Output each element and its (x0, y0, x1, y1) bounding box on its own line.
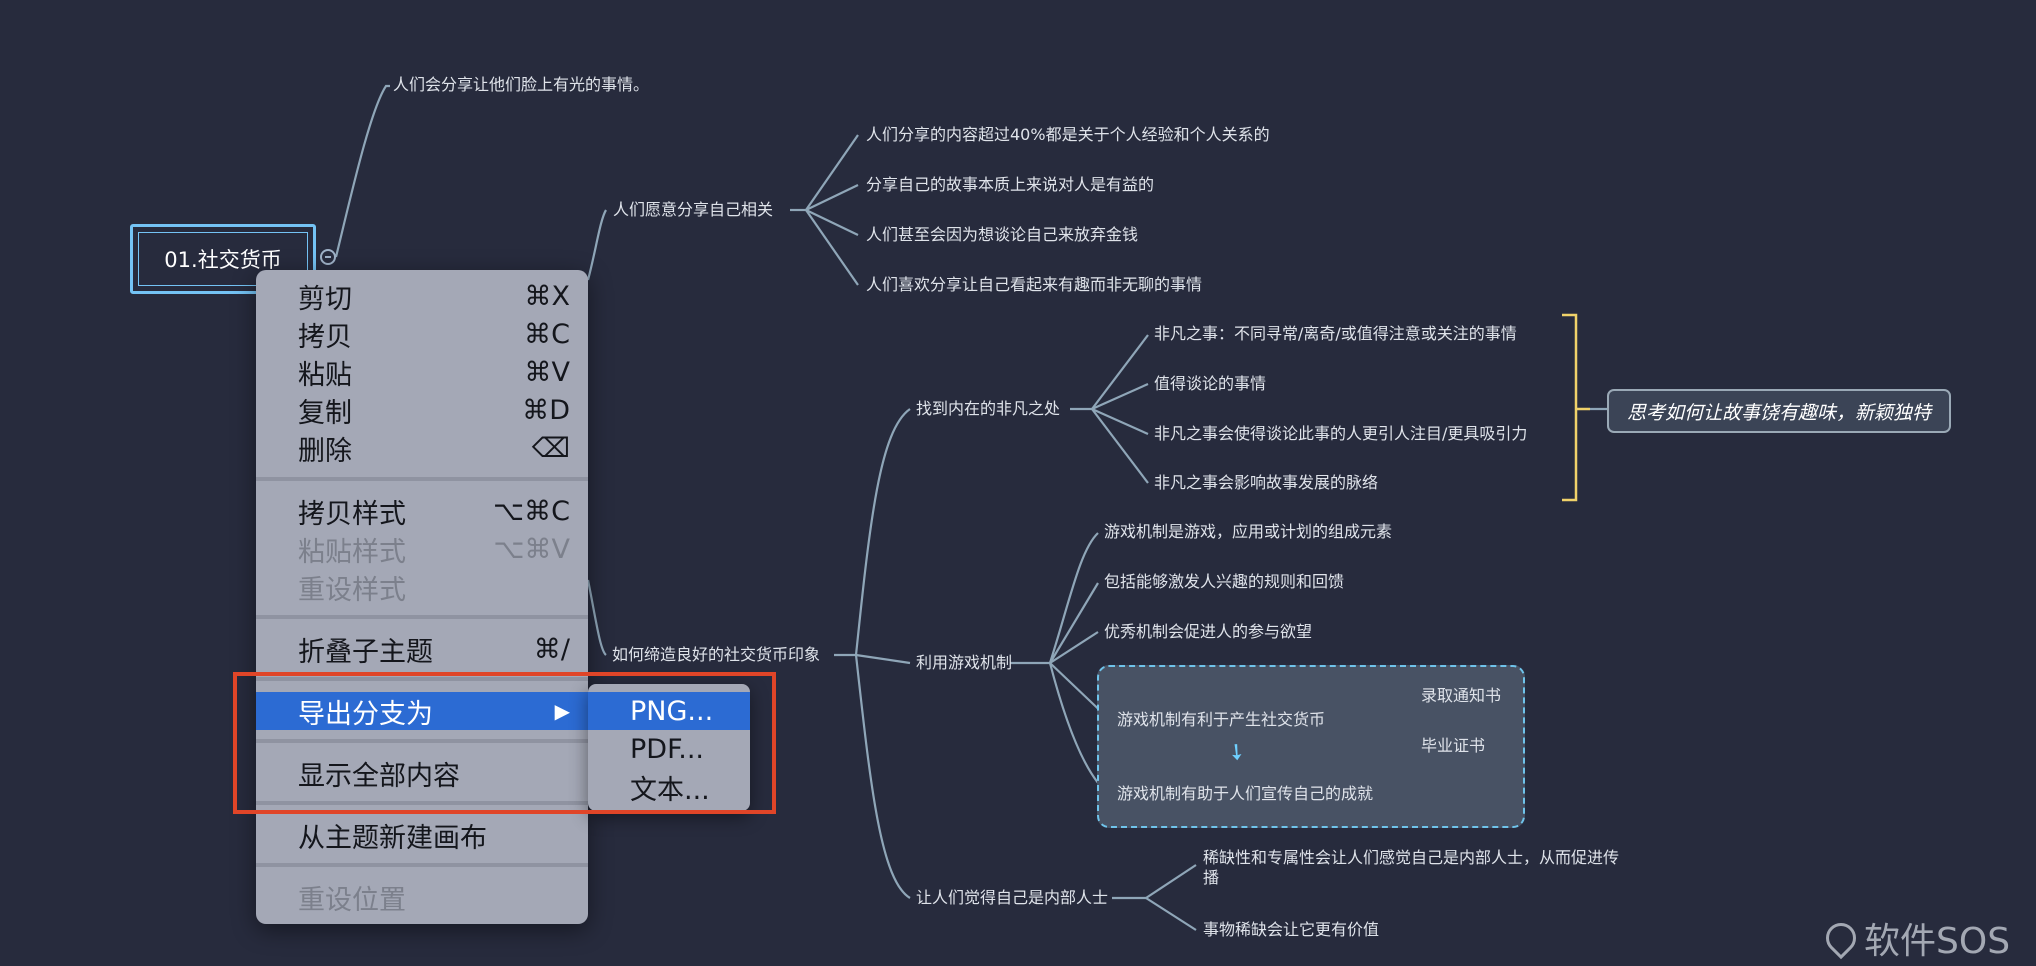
highlight-annotation-box (233, 672, 776, 814)
topic-impression-branch[interactable]: 如何缔造良好的社交货币印象 (612, 645, 821, 664)
menu-item-show-all[interactable]: 显示全部内容 (256, 754, 588, 792)
menu-item-shortcut: ⌘X (524, 280, 571, 312)
menu-item-shortcut: ⌘V (524, 356, 570, 388)
topic-remarkable[interactable]: 找到内在的非凡之处 (916, 399, 1061, 418)
menu-separator (256, 477, 588, 481)
menu-item-shortcut: ⌘/ (533, 633, 570, 665)
root-topic-label: 01.社交货币 (164, 248, 282, 272)
submenu-item-pdf[interactable]: PDF... (630, 733, 705, 765)
topic-game-child[interactable]: 游戏机制有利于产生社交货币 (1117, 710, 1326, 729)
topic-game-child[interactable]: 游戏机制是游戏，应用或计划的组成元素 (1104, 522, 1393, 541)
menu-item-paste[interactable]: 粘贴 ⌘V (256, 353, 588, 391)
menu-item-paste-style: 粘贴样式 ⌥⌘V (256, 530, 588, 568)
menu-item-shortcut: ⌘C (524, 318, 570, 350)
selection-boundary (1097, 665, 1525, 828)
topic-share-child[interactable]: 人们分享的内容超过40%都是关于个人经验和个人关系的 (866, 125, 1270, 144)
menu-item-shortcut: ⌘D (522, 394, 570, 426)
menu-item-label: 从主题新建画布 (298, 822, 487, 854)
menu-item-label: 显示全部内容 (298, 760, 460, 792)
submenu-item-text[interactable]: 文本... (630, 774, 710, 806)
topic-remarkable-child[interactable]: 值得谈论的事情 (1154, 374, 1267, 393)
collapse-toggle-icon[interactable] (320, 249, 336, 265)
submenu-item-png[interactable]: PNG... (588, 692, 750, 730)
menu-item-label: 粘贴样式 (298, 536, 406, 568)
topic-insider-child[interactable]: 事物稀缺会让它更有价值 (1203, 920, 1380, 939)
menu-item-reset-style: 重设样式 (256, 568, 588, 606)
menu-item-label: 拷贝 (298, 321, 352, 353)
watermark: 软件SOS (1819, 912, 2011, 964)
topic-insider[interactable]: 让人们觉得自己是内部人士 (916, 888, 1109, 907)
topic-remarkable-child[interactable]: 非凡之事：不同寻常/离奇/或值得注意或关注的事情 (1154, 324, 1517, 343)
menu-separator (256, 739, 588, 743)
topic-share-child[interactable]: 分享自己的故事本质上来说对人是有益的 (866, 175, 1155, 194)
menu-item-label: 删除 (298, 435, 352, 467)
topic-game-child[interactable]: 包括能够激发人兴趣的规则和回馈 (1104, 572, 1345, 591)
menu-item-label: 粘贴 (298, 359, 352, 391)
menu-item-export-branch[interactable]: 导出分支为 ▶ (256, 692, 588, 730)
topic-insider-child[interactable]: 稀缺性和专属性会让人们感觉自己是内部人士，从而促进传播 (1203, 848, 1620, 887)
topic-share-branch[interactable]: 人们愿意分享自己相关 (613, 200, 774, 219)
menu-item-shortcut: ⌥⌘V (493, 533, 570, 565)
context-menu: 剪切⌘X 拷贝⌘C 粘贴⌘V 复制⌘D 删除⌫ 拷贝样式⌥⌘C 粘贴样式⌥⌘V … (256, 270, 588, 924)
summary-topic[interactable]: 思考如何让故事饶有趣味，新颖独特 (1607, 389, 1951, 433)
menu-item-label: 重设样式 (298, 574, 406, 606)
menu-item-cut[interactable]: 剪切 ⌘X (256, 277, 588, 315)
submenu-arrow-icon: ▶ (554, 699, 570, 723)
menu-item-reset-position: 重设位置 (256, 878, 588, 916)
topic-share-child[interactable]: 人们喜欢分享让自己看起来有趣而非无聊的事情 (866, 275, 1203, 294)
menu-separator (256, 863, 588, 867)
menu-item-label: 重设位置 (298, 884, 406, 916)
topic-remarkable-child[interactable]: 非凡之事会影响故事发展的脉络 (1154, 473, 1379, 492)
menu-item-copy[interactable]: 拷贝 ⌘C (256, 315, 588, 353)
menu-separator (256, 801, 588, 805)
menu-item-shortcut: ⌥⌘C (493, 495, 570, 527)
menu-item-label: 拷贝样式 (298, 498, 406, 530)
menu-separator (256, 615, 588, 619)
menu-item-duplicate[interactable]: 复制 ⌘D (256, 391, 588, 429)
menu-item-label: 剪切 (298, 283, 352, 315)
topic-top-branch[interactable]: 人们会分享让他们脸上有光的事情。 (393, 75, 650, 94)
watermark-text: 软件SOS (1864, 921, 2011, 962)
export-submenu: PNG... PDF... 文本... (588, 684, 750, 811)
topic-game-subchild[interactable]: 毕业证书 (1421, 736, 1486, 755)
topic-game-child[interactable]: 优秀机制会促进人的参与欲望 (1104, 622, 1313, 641)
topic-remarkable-child[interactable]: 非凡之事会使得谈论此事的人更引人注目/更具吸引力 (1154, 424, 1528, 443)
topic-share-child[interactable]: 人们甚至会因为想谈论自己来放弃金钱 (866, 225, 1139, 244)
topic-game-subchild[interactable]: 录取通知书 (1421, 686, 1502, 705)
topic-game[interactable]: 利用游戏机制 (916, 653, 1013, 672)
menu-item-new-sheet[interactable]: 从主题新建画布 (256, 816, 588, 854)
watermark-logo-icon (1819, 916, 1863, 960)
menu-item-delete[interactable]: 删除 ⌫ (256, 429, 588, 467)
menu-item-label: 折叠子主题 (298, 636, 433, 668)
menu-item-copy-style[interactable]: 拷贝样式 ⌥⌘C (256, 492, 588, 530)
menu-item-collapse-subtopics[interactable]: 折叠子主题 ⌘/ (256, 630, 588, 668)
topic-game-child[interactable]: 游戏机制有助于人们宣传自己的成就 (1117, 784, 1374, 803)
menu-item-label: 复制 (298, 397, 352, 429)
menu-separator (256, 677, 588, 681)
menu-item-label: 导出分支为 (298, 698, 433, 730)
delete-key-icon: ⌫ (531, 432, 570, 464)
